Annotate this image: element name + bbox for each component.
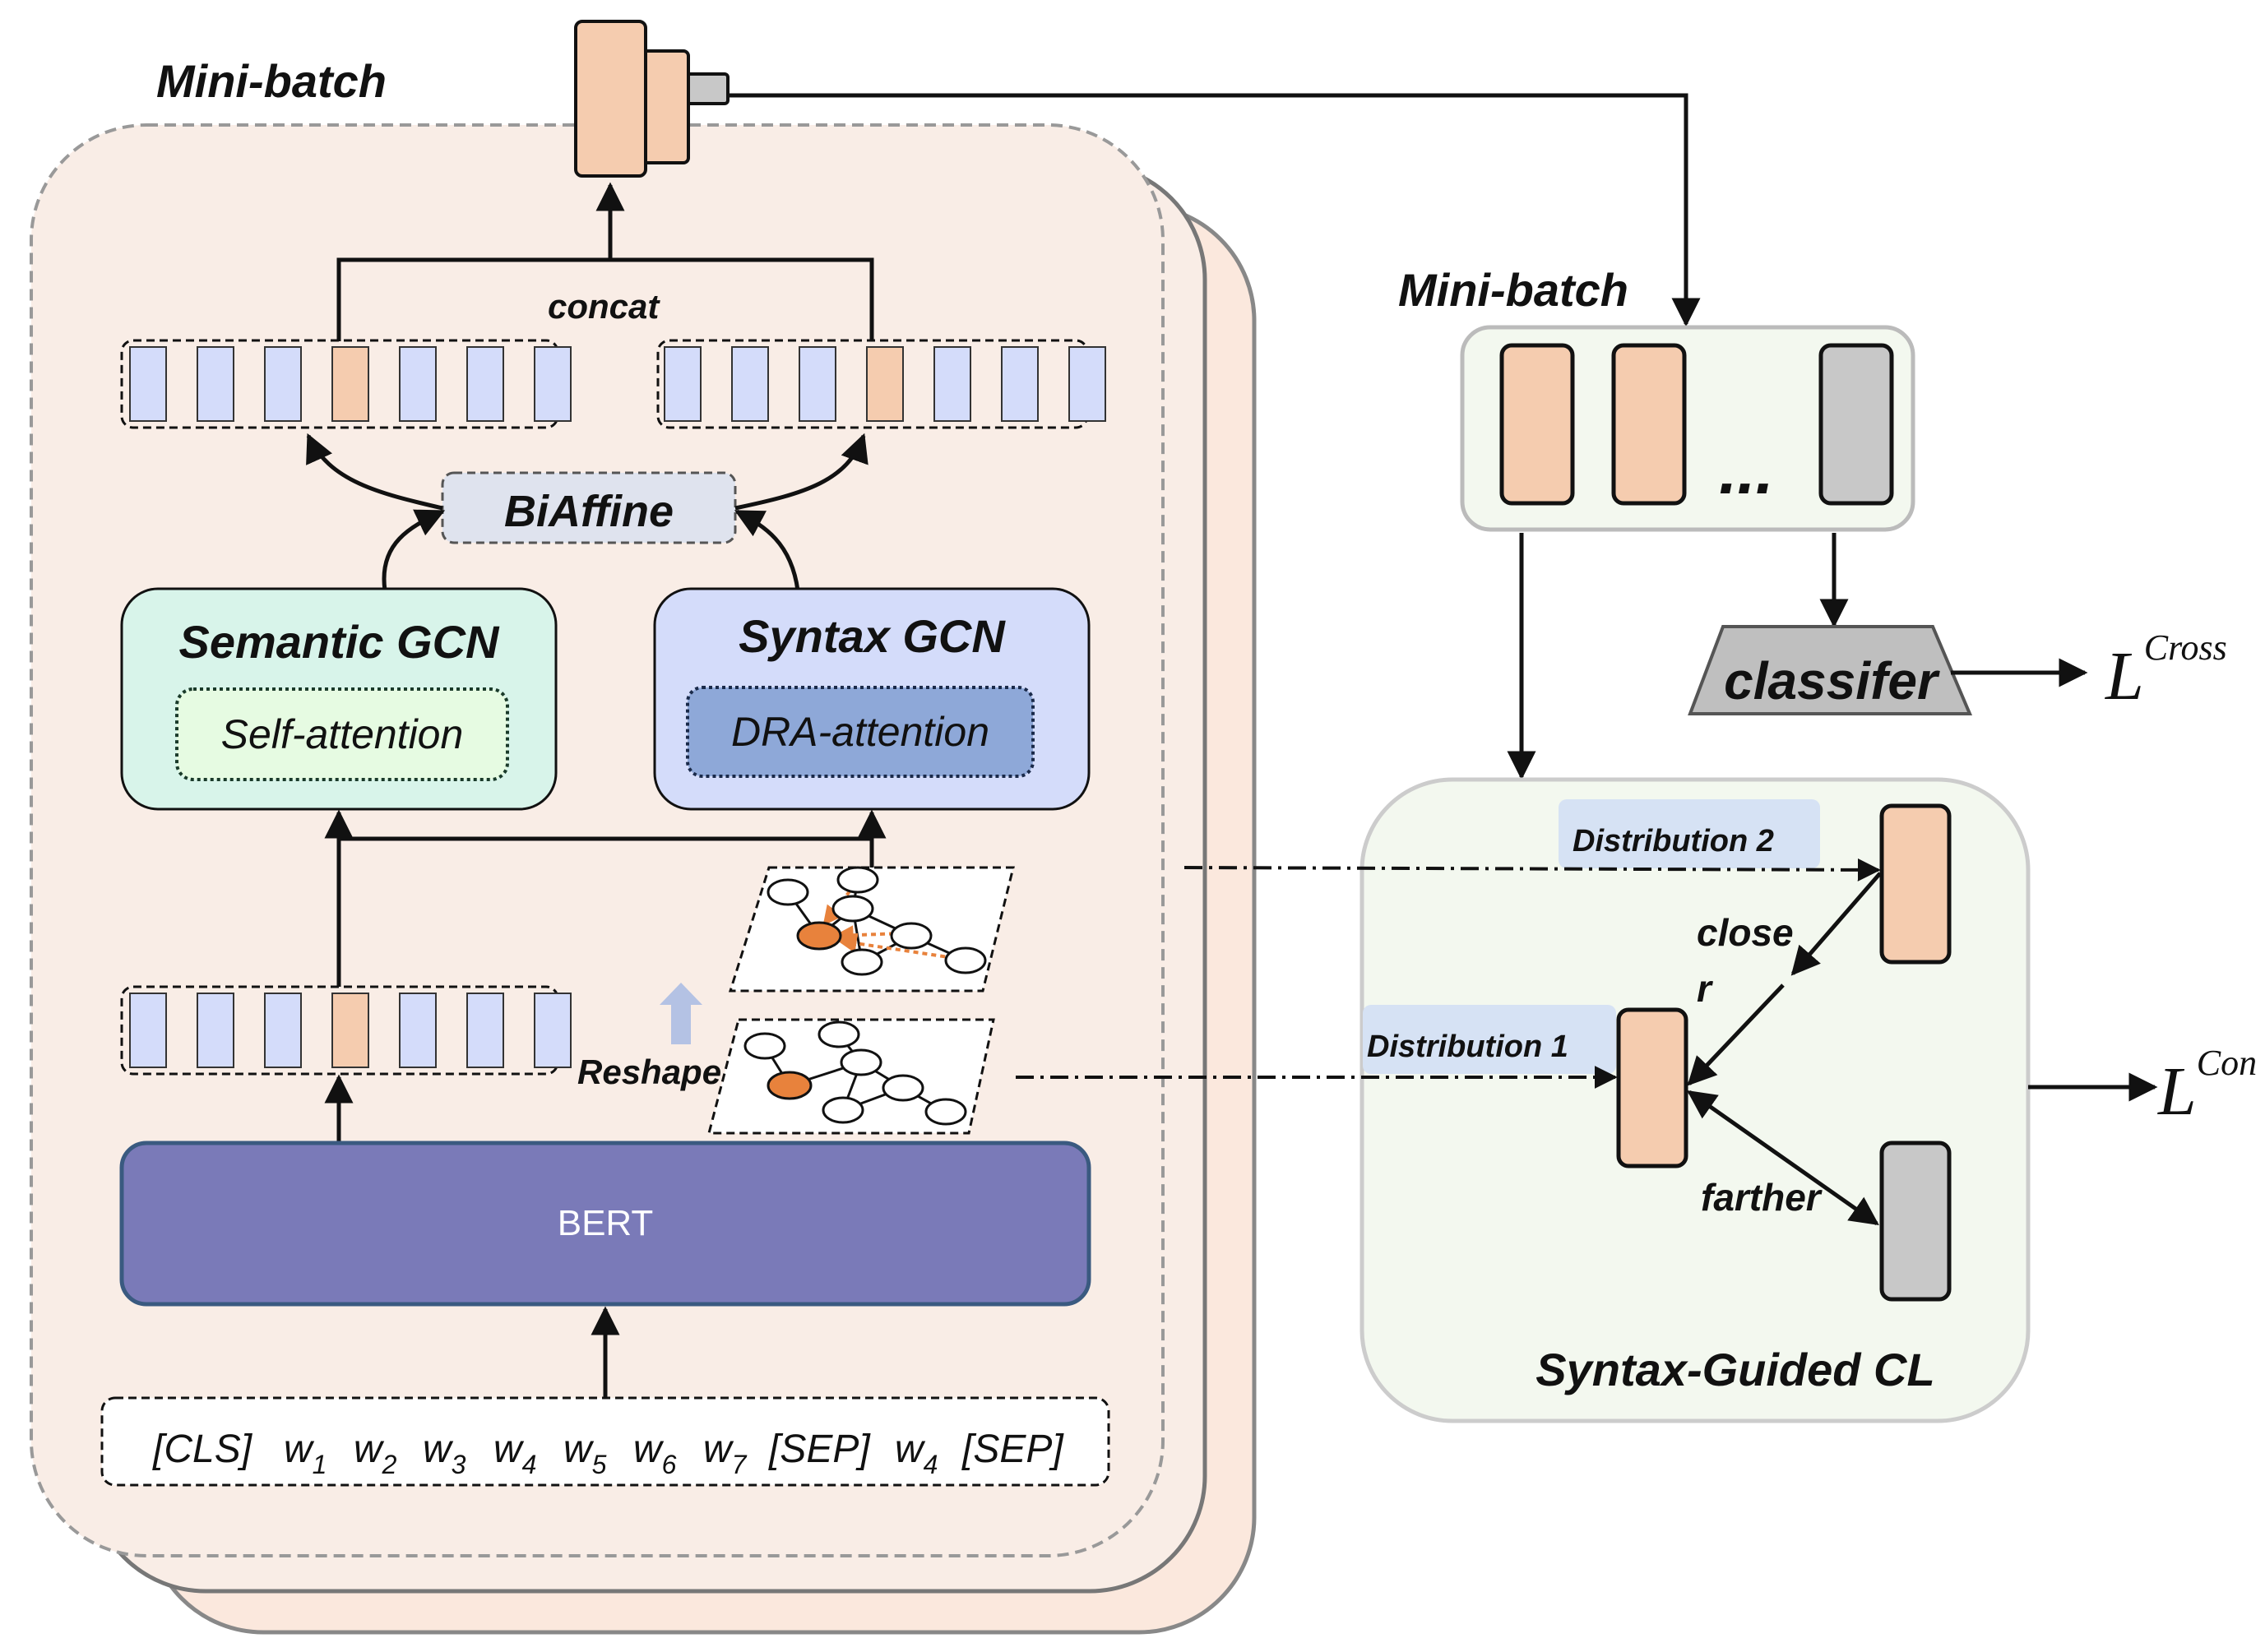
token: [SEP]: [768, 1428, 871, 1471]
vector-cell: [466, 993, 504, 1068]
semantic-to-biaffine-arrow: [382, 509, 446, 591]
vector-cell: [399, 346, 437, 422]
closer-label-2: r: [1697, 967, 1713, 1010]
ellipsis: ...: [1719, 434, 1774, 507]
vector-cell: [1068, 346, 1106, 422]
token: w4: [895, 1428, 938, 1479]
vector-row-left: [120, 339, 572, 429]
biaffine-box: BiAffine: [441, 471, 737, 544]
farther-arrow: [1687, 1090, 1879, 1226]
bert-box: BERT: [119, 1141, 1091, 1307]
token-sequence: [CLS] w1 w2 w3 w4 w5 w6 w7 [SEP] w4 [SEP]: [100, 1396, 1110, 1487]
syntax-gcn-box: Syntax GCN DRA-attention: [653, 587, 1091, 811]
vector-row-bert-output: [120, 985, 572, 1076]
token: [SEP]: [961, 1428, 1064, 1471]
vector-cell: [664, 346, 702, 422]
vector-row-right: [656, 339, 1106, 429]
distribution-1-label: Distribution 1: [1367, 1030, 1568, 1064]
token: w7: [703, 1428, 748, 1479]
reshape-label: Reshape: [577, 1053, 721, 1091]
vector-cell: [331, 346, 369, 422]
vector-cell: [1001, 346, 1039, 422]
right-mini-batch-box: ...: [1460, 325, 1915, 532]
semantic-gcn-title: Semantic GCN: [179, 616, 501, 668]
graph-to-distribution-2-arrow: [1183, 858, 1881, 882]
vector-cell: [866, 346, 904, 422]
vector-cell: [264, 346, 302, 422]
vector-cell: [331, 993, 369, 1068]
left-mini-batch-title: Mini-batch: [156, 55, 387, 107]
graph-icon: [728, 866, 1015, 993]
loss-cross: LCross: [2105, 627, 2227, 715]
anchor-sample: [1616, 1007, 1688, 1168]
positive-sample: [1879, 803, 1952, 965]
vector-cell: [129, 993, 167, 1068]
biaffine-label: BiAffine: [504, 487, 674, 536]
concat-label: concat: [548, 287, 660, 326]
graph-icon-bottom: [707, 1018, 995, 1135]
farther-label: farther: [1701, 1176, 1823, 1219]
vector-cell: [264, 993, 302, 1068]
dra-attention-label: DRA-attention: [731, 709, 989, 755]
token: [CLS]: [152, 1428, 253, 1471]
bert-label: BERT: [558, 1203, 654, 1243]
classifier-box: classifer: [1688, 625, 1973, 715]
stacked-vector-icon: [574, 20, 730, 178]
output-to-right-minibatch-arrow: [728, 93, 1701, 327]
token: w4: [493, 1428, 536, 1479]
vector-cell: [197, 993, 234, 1068]
closer-label-1: close: [1697, 911, 1794, 954]
syntax-guided-cl-panel: Syntax-Guided CL Distribution 2 Distribu…: [1359, 777, 2031, 1423]
token: w1: [284, 1428, 327, 1479]
vector-cell: [466, 346, 504, 422]
vector-cell: [534, 346, 572, 422]
distribution-2-label: Distribution 2: [1573, 824, 1774, 858]
negative-sample: [1879, 1141, 1952, 1302]
vector-cell: [731, 346, 769, 422]
vector-cell: [129, 346, 167, 422]
token: w6: [633, 1428, 677, 1479]
vector-cell: [933, 346, 971, 422]
arrow-up-icon: [660, 983, 702, 1044]
closer-arrow-positive: [1790, 872, 1882, 976]
token: w3: [423, 1428, 466, 1479]
vector-cell: [197, 346, 234, 422]
syntax-to-biaffine-arrow: [734, 509, 800, 591]
vector-cell: [399, 993, 437, 1068]
cl-title: Syntax-Guided CL: [1535, 1344, 1934, 1395]
loss-con: LCon: [2157, 1043, 2257, 1130]
biaffine-to-left-row-arrow: [306, 433, 443, 511]
biaffine-to-right-row-arrow: [734, 433, 868, 511]
vector-cell: [799, 346, 836, 422]
vector-cell: [534, 993, 572, 1068]
syntax-gcn-title: Syntax GCN: [739, 610, 1006, 662]
self-attention-label: Self-attention: [221, 711, 464, 757]
right-mini-batch-title: Mini-batch: [1398, 264, 1628, 316]
classifier-label: classifer: [1724, 651, 1940, 710]
concat-bracket: [336, 257, 874, 341]
semantic-gcn-box: Semantic GCN Self-attention: [120, 587, 558, 811]
token: w5: [563, 1428, 607, 1479]
closer-arrow-anchor: [1687, 983, 1785, 1086]
token: w2: [354, 1428, 397, 1479]
